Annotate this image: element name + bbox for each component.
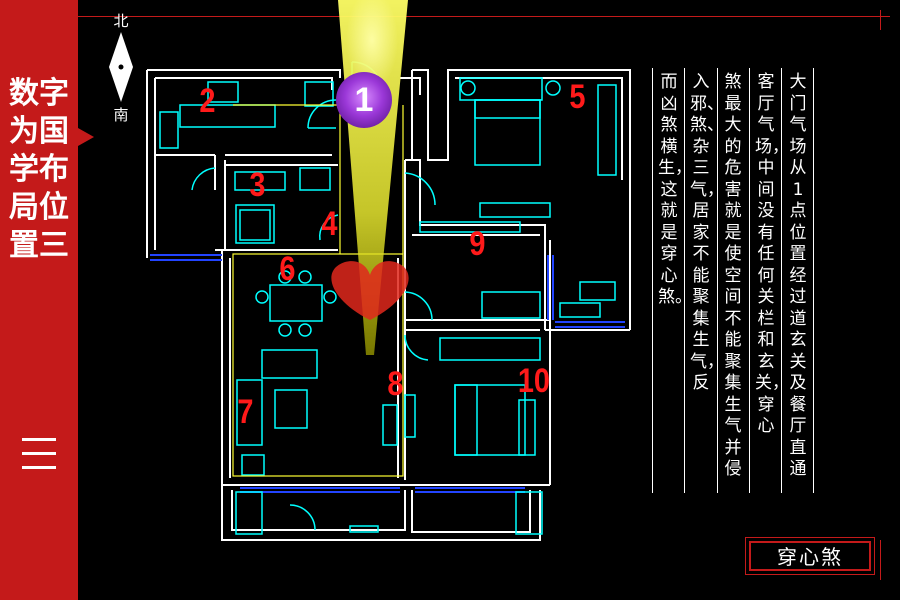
sidebar-title: 数字为国学布局位置三 xyxy=(9,76,69,263)
column-divider xyxy=(813,68,814,493)
column-divider xyxy=(717,68,718,493)
marker-1: 1 xyxy=(336,72,392,128)
column-divider xyxy=(652,68,653,493)
marker-5: 5 xyxy=(569,78,586,116)
text-column-4: 入邪、煞、杂三气，居家不能聚集生气，反 xyxy=(690,72,724,393)
text-column-2: 客厅气场，中间没有任何关栏和玄关，穿心 xyxy=(755,72,789,436)
furniture xyxy=(159,77,617,535)
walls xyxy=(146,69,631,541)
sidebar-rule xyxy=(22,466,56,469)
marker-9: 9 xyxy=(469,225,486,263)
text-column-5: 而凶煞横生，这就是穿心煞。 xyxy=(658,72,692,307)
sidebar-pointer xyxy=(78,128,94,146)
sidebar-rule xyxy=(22,438,56,441)
badge-label: 穿心煞 xyxy=(749,541,871,571)
sidebar: 数字为国学布局位置三 xyxy=(0,0,78,600)
beam-glow xyxy=(346,0,398,90)
compass-north-label: 北 xyxy=(113,12,129,30)
badge: 穿心煞 xyxy=(745,537,875,575)
column-divider xyxy=(684,68,685,493)
marker-8: 8 xyxy=(387,365,404,403)
marker-10: 10 xyxy=(517,362,550,400)
compass-south-label: 南 xyxy=(113,106,129,124)
marker-2: 2 xyxy=(199,82,216,120)
heart-icon xyxy=(331,261,409,320)
column-divider xyxy=(781,68,782,493)
windows xyxy=(150,254,625,493)
marker-4: 4 xyxy=(321,205,338,243)
text-column-1: 大门气场从1点位置经过道玄关及餐厅直通 xyxy=(789,72,807,479)
compass: 北 南 xyxy=(106,10,136,125)
frame-tick xyxy=(880,10,881,30)
marker-6: 6 xyxy=(279,250,296,288)
compass-needle-icon xyxy=(109,32,133,102)
marker-3: 3 xyxy=(249,166,266,204)
text-column-3: 煞最大的危害就是使空间不能聚集生气并侵 xyxy=(724,72,742,479)
marker-7: 7 xyxy=(237,393,254,431)
frame-tick xyxy=(880,540,881,580)
column-divider xyxy=(749,68,750,493)
sidebar-rule xyxy=(22,452,56,455)
frame-line-top xyxy=(78,16,890,17)
